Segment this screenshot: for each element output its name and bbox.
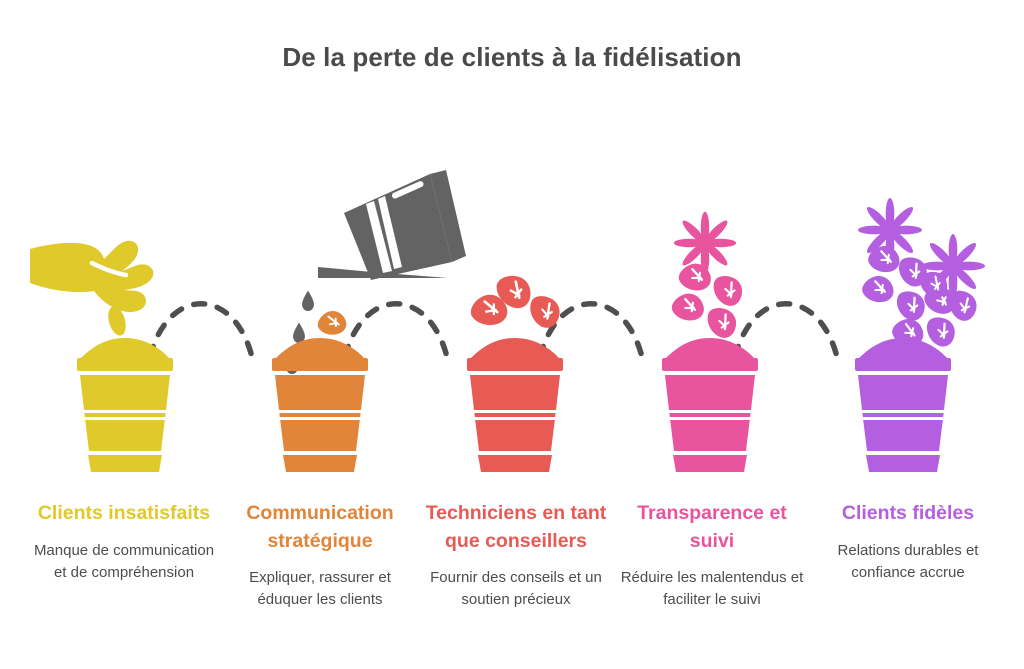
stage-description-1: Manque de communication et de compréhens… <box>33 541 215 581</box>
stage-heading-3: Techniciens en tant que conseillers <box>425 502 607 552</box>
watering-can-icon <box>318 170 466 280</box>
stage-3-illustration <box>466 273 566 472</box>
sprout-leaf-1 <box>313 306 350 342</box>
connector-arc-3 <box>537 301 645 360</box>
stage-column-3: Techniciens en tant que conseillers Four… <box>418 500 614 611</box>
stage-description-4: Réduire les malentendus et faciliter le … <box>620 569 804 609</box>
flower-2 <box>921 234 985 298</box>
connector-arc-4 <box>732 301 840 360</box>
flower-1 <box>673 211 737 275</box>
stage-1-illustration <box>30 240 173 472</box>
page-title: De la perte de clients à la fidélisation <box>282 42 742 72</box>
budding-flower-icon <box>668 211 748 342</box>
stage-heading-2: Communication stratégique <box>246 502 394 552</box>
water-drops <box>286 290 314 375</box>
stage-column-4: Transparence et suivi Réduire les malent… <box>614 500 810 611</box>
connector-arcs <box>147 301 840 360</box>
flower-1 <box>858 198 922 262</box>
stage-heading-4: Transparence et suivi <box>637 502 787 552</box>
plant-pot-icon-5 <box>855 338 951 472</box>
stage-heading-1: Clients insatisfaits <box>37 502 211 524</box>
stage-2-illustration <box>272 170 466 472</box>
plant-pot-icon-4 <box>662 338 758 472</box>
stage-5-illustration <box>855 198 985 472</box>
plant-pot-icon-2 <box>272 338 368 472</box>
stage-description-3: Fournir des conseils et un soutien préci… <box>430 569 602 609</box>
stage-description-2: Expliquer, rassurer et éduquer les clien… <box>249 569 391 609</box>
stage-column-1: Clients insatisfaits Manque de communica… <box>26 500 222 583</box>
hand-dropping-seeds-icon <box>30 240 154 368</box>
sprouting-leaves-icon <box>466 273 566 334</box>
plant-pot-icon-3 <box>467 338 563 472</box>
stage-description-5: Relations durables et confiance accrue <box>837 541 979 581</box>
stage-column-5: Clients fidèles Relations durables et co… <box>810 500 1006 583</box>
connector-arc-2 <box>342 301 450 360</box>
connector-arc-1 <box>147 301 255 360</box>
blooming-plant-icon <box>858 198 985 351</box>
stage-heading-5: Clients fidèles <box>841 502 975 524</box>
stage-4-illustration <box>662 211 758 472</box>
stage-column-2: Communication stratégique Expliquer, ras… <box>222 500 418 611</box>
plant-pot-icon-1 <box>77 338 173 472</box>
stage-captions: Clients insatisfaits Manque de communica… <box>0 500 1024 669</box>
